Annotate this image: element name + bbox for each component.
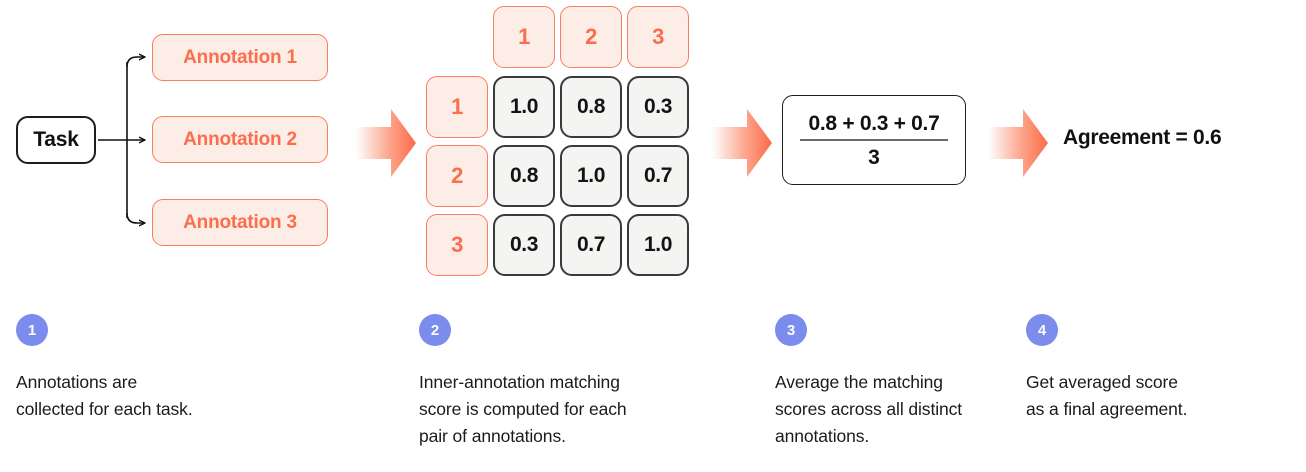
average-formula-box: 0.8 + 0.3 + 0.7 3	[782, 95, 966, 185]
arrow-formula-to-result	[987, 109, 1048, 177]
step-badge-2: 2	[419, 314, 451, 346]
matrix-cell-r1c2: 0.8	[560, 76, 622, 138]
matrix-row-header-3: 3	[426, 214, 488, 276]
matrix-col-header-2: 2	[560, 6, 622, 68]
step-text-2: Inner-annotation matching score is compu…	[419, 372, 627, 446]
step-badge-1: 1	[16, 314, 48, 346]
matrix-row-header-1: 1	[426, 76, 488, 138]
step-badge-3: 3	[775, 314, 807, 346]
agreement-result: Agreement = 0.6	[1063, 126, 1222, 149]
step-badge-4: 4	[1026, 314, 1058, 346]
matrix-col-header-1: 1	[493, 6, 555, 68]
fraction-numerator: 0.8 + 0.3 + 0.7	[808, 111, 940, 135]
matrix-cell-r2c2: 1.0	[560, 145, 622, 207]
annotation-node-2: Annotation 2	[152, 116, 328, 163]
fraction: 0.8 + 0.3 + 0.7 3	[800, 113, 948, 168]
arrow-task-to-matrix	[355, 109, 416, 177]
annotation-node-1: Annotation 1	[152, 34, 328, 81]
matrix-cell-r3c1: 0.3	[493, 214, 555, 276]
step-1: 1 Annotations are collected for each tas…	[16, 314, 276, 423]
step-text-3: Average the matching scores across all d…	[775, 372, 963, 446]
matrix-cell-r1c1: 1.0	[493, 76, 555, 138]
matrix-cell-r3c3: 1.0	[627, 214, 689, 276]
step-text-1: Annotations are collected for each task.	[16, 372, 193, 419]
matrix-cell-r2c3: 0.7	[627, 145, 689, 207]
step-2: 2 Inner-annotation matching score is com…	[419, 314, 709, 450]
matrix-col-header-3: 3	[627, 6, 689, 68]
arrow-matrix-to-formula	[711, 109, 772, 177]
matrix-cell-r1c3: 0.3	[627, 76, 689, 138]
step-text-4: Get averaged score as a final agreement.	[1026, 372, 1188, 419]
fraction-denominator: 3	[868, 145, 880, 169]
task-node: Task	[16, 116, 96, 164]
fraction-bar	[800, 138, 948, 141]
annotation-node-3: Annotation 3	[152, 199, 328, 246]
step-4: 4 Get averaged score as a final agreemen…	[1026, 314, 1286, 423]
step-3: 3 Average the matching scores across all…	[775, 314, 1025, 450]
matrix-cell-r3c2: 0.7	[560, 214, 622, 276]
matrix-cell-r2c1: 0.8	[493, 145, 555, 207]
matrix-row-header-2: 2	[426, 145, 488, 207]
